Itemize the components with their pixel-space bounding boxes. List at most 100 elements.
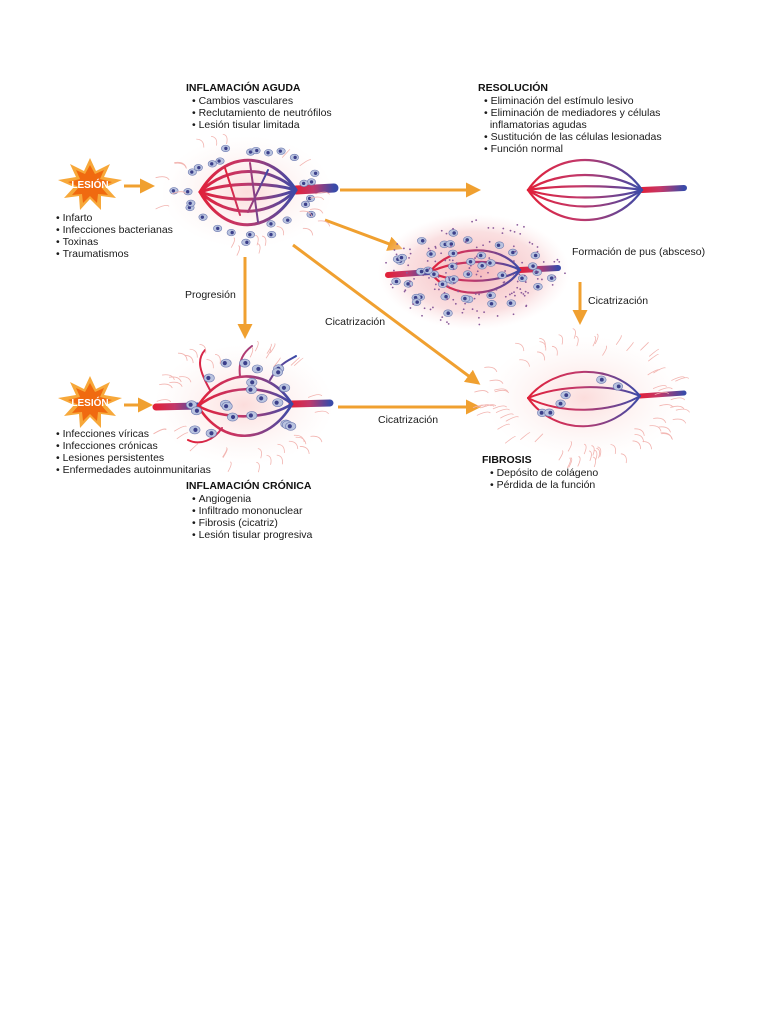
cell-nucleus bbox=[266, 151, 270, 155]
debris-dot bbox=[385, 261, 387, 264]
collagen-fiber bbox=[520, 432, 531, 441]
cell-nucleus bbox=[489, 302, 494, 306]
debris-dot bbox=[475, 219, 478, 221]
debris-dot bbox=[524, 290, 527, 293]
debris-dot bbox=[413, 277, 415, 280]
acute-vessel-network bbox=[157, 158, 339, 227]
fibrosis-halo bbox=[484, 336, 684, 460]
debris-dot bbox=[467, 271, 470, 274]
debris-dot bbox=[519, 232, 522, 235]
cell-nucleus bbox=[274, 400, 279, 405]
debris-dot bbox=[461, 311, 464, 314]
cell-nucleus bbox=[269, 232, 273, 237]
debris-dot bbox=[512, 313, 515, 316]
cell-nucleus bbox=[190, 170, 194, 174]
cause-item: Infarto bbox=[56, 212, 173, 224]
debris-dot bbox=[457, 290, 460, 293]
collagen-fiber bbox=[572, 328, 576, 339]
collagen-fiber bbox=[675, 377, 690, 382]
collagen-fiber bbox=[281, 148, 291, 158]
cell-nucleus bbox=[488, 261, 492, 265]
collagen-fiber bbox=[653, 367, 666, 374]
cell-nucleus bbox=[533, 253, 538, 258]
cell-nucleus bbox=[425, 268, 429, 273]
collagen-fiber bbox=[256, 461, 260, 473]
debris-dot bbox=[409, 280, 411, 283]
debris-dot bbox=[476, 270, 479, 273]
cell-nucleus bbox=[564, 393, 569, 398]
arrows bbox=[124, 178, 588, 415]
debris-dot bbox=[408, 256, 410, 259]
collagen-fiber bbox=[658, 387, 673, 391]
collagen-fiber bbox=[515, 342, 525, 352]
fibrosis-title: FIBROSIS bbox=[482, 454, 532, 466]
debris-dot bbox=[428, 277, 430, 279]
collagen-fiber bbox=[493, 388, 509, 392]
collagen-fiber bbox=[649, 425, 662, 432]
cause-item: Infecciones bacterianas bbox=[56, 224, 173, 236]
debris-dot bbox=[514, 294, 516, 297]
debris-dot bbox=[426, 260, 429, 262]
debris-dot bbox=[438, 288, 440, 291]
debris-dot bbox=[519, 288, 522, 290]
debris-dot bbox=[474, 293, 477, 295]
collagen-fiber bbox=[593, 449, 598, 461]
cell-nucleus bbox=[245, 240, 249, 245]
debris-dot bbox=[487, 271, 489, 274]
debris-dot bbox=[564, 272, 566, 275]
collagen-fiber bbox=[302, 227, 314, 236]
collagen-fiber bbox=[299, 210, 313, 217]
debris-dot bbox=[488, 257, 491, 259]
collagen-fiber bbox=[634, 428, 645, 436]
collagen-fiber bbox=[276, 226, 285, 236]
collagen-fiber bbox=[661, 433, 673, 440]
cell-nucleus bbox=[185, 190, 190, 194]
debris-dot bbox=[534, 271, 537, 273]
chronic-item: Angiogenia bbox=[192, 493, 312, 505]
debris-dot bbox=[393, 269, 395, 272]
collagen-fiber bbox=[179, 376, 192, 383]
inflammatory-cells bbox=[169, 144, 624, 438]
debris-dot bbox=[536, 250, 539, 253]
debris-dot bbox=[518, 273, 521, 276]
debris-dot bbox=[482, 244, 484, 247]
debris-dot bbox=[512, 245, 515, 248]
cell-nucleus bbox=[188, 402, 193, 407]
collagen-fiber bbox=[189, 348, 198, 358]
debris-dot bbox=[520, 291, 523, 294]
collagen-fiber bbox=[575, 335, 579, 347]
collagen-fiber bbox=[266, 343, 272, 354]
acute-item: Cambios vasculares bbox=[192, 95, 332, 107]
debris-dot bbox=[434, 260, 437, 263]
cell-nucleus bbox=[488, 293, 492, 298]
cell-nucleus bbox=[406, 282, 410, 286]
collagen-fiber bbox=[299, 159, 312, 167]
collagen-fiber bbox=[476, 411, 491, 416]
chronic-item: Fibrosis (cicatriz) bbox=[192, 517, 312, 529]
collagen-fiber bbox=[236, 245, 241, 256]
cell-nucleus bbox=[394, 279, 399, 284]
collagen-fiber bbox=[592, 335, 597, 347]
scar-abscess-label: Cicatrización bbox=[588, 295, 649, 307]
debris-dot bbox=[429, 249, 431, 252]
collagen-fiber bbox=[610, 444, 616, 454]
collagen-fiber bbox=[588, 450, 592, 461]
debris-dot bbox=[454, 302, 457, 305]
collagen-fiber bbox=[648, 348, 660, 357]
collagen-fiber bbox=[672, 418, 687, 424]
debris-dot bbox=[451, 259, 454, 262]
collagen-fiber bbox=[162, 374, 175, 380]
cell-nucleus bbox=[194, 408, 200, 413]
cell-nucleus bbox=[452, 231, 456, 235]
cell-nucleus bbox=[500, 273, 505, 278]
cell-nucleus bbox=[446, 311, 450, 315]
cell-nucleus bbox=[216, 226, 220, 231]
resolution-item: Función normal bbox=[484, 143, 662, 155]
cell-nucleus bbox=[224, 404, 229, 409]
collagen-fiber bbox=[310, 435, 323, 443]
debris-dot bbox=[446, 321, 448, 324]
debris-dot bbox=[422, 274, 425, 277]
debris-dot bbox=[395, 253, 398, 256]
collagen-fiber bbox=[265, 348, 272, 359]
